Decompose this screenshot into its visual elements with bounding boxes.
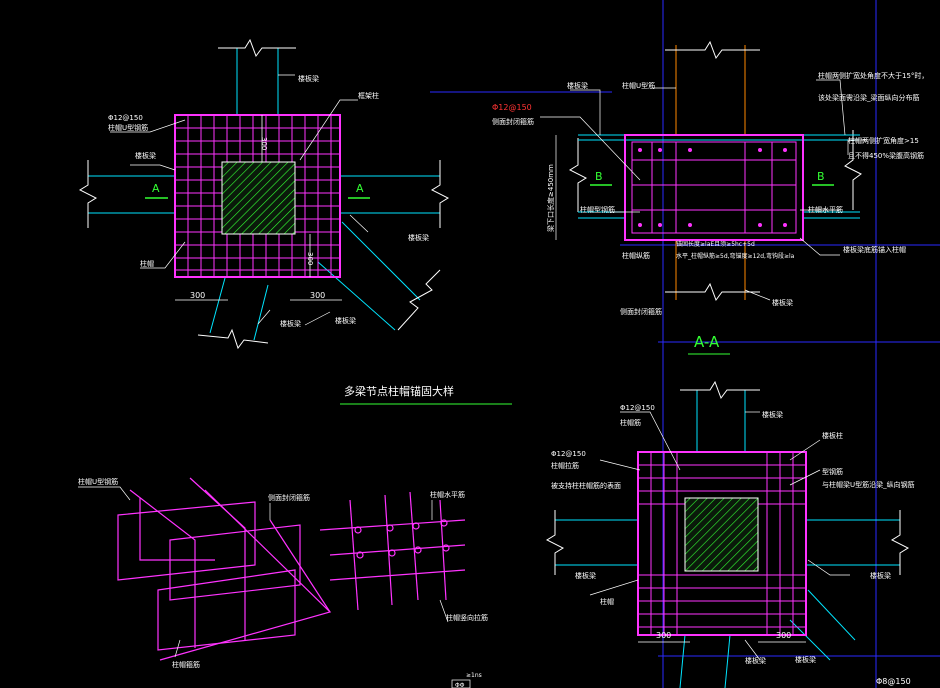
br-beam-top: 楼板梁: [762, 410, 783, 419]
section-a-left: A: [152, 182, 160, 195]
dim-300-b: 300: [310, 291, 325, 300]
note2: 该处梁面需沿梁_梁面纵向分布筋: [818, 93, 920, 102]
column-bar-label: 柱帽纵筋: [622, 251, 650, 260]
axis-grid: [430, 0, 940, 688]
br-u-hook: 型钢筋: [822, 467, 843, 476]
bottom-bar2-label: 柱帽水平筋: [808, 205, 843, 214]
br-column-name: 楼板柱: [822, 431, 843, 440]
br-spec1: Φ12@150: [620, 404, 655, 412]
br-cap-bar: 柱帽筋: [620, 418, 641, 427]
iso-vertical-label: 柱帽竖向拉筋: [446, 613, 488, 622]
section-b-right: B: [817, 170, 825, 183]
br-dim-300-b: 300: [776, 631, 791, 640]
beam-diag2-label: 楼板梁: [335, 316, 356, 325]
isometric-rebar-sketch: [117, 477, 466, 661]
dim-300-a: 300: [190, 291, 205, 300]
br-small-box-text: ΦΦ: [455, 682, 465, 688]
beam-diag-label: 楼板梁: [280, 319, 301, 328]
br-spec2: Φ12@150: [551, 450, 586, 458]
br-small-note: ≥1ns: [466, 672, 482, 679]
side-closed-label: 侧面封闭箍筋: [620, 307, 662, 316]
br-note: 被支持柱柱帽筋的表面: [551, 481, 621, 490]
dim-300-d: 300: [306, 252, 314, 265]
br-bottom-spec: Φ8@150: [876, 677, 911, 686]
note4: 且不得450%梁腹高钢筋: [848, 151, 924, 160]
beam-top-label: 楼板梁: [298, 74, 319, 83]
iso-horizontal-label: 柱帽水平筋: [430, 490, 465, 499]
anchor2: 水平_柱帽纵筋≥5d,弯锚度≥12d,弯钩段≥la: [676, 252, 795, 260]
br-beam-bottom: 楼板梁: [745, 656, 766, 665]
beam-bottom-label-tr: 楼板梁: [772, 298, 793, 307]
anchor3: 楼板梁底筋锚入柱帽: [843, 245, 906, 254]
iso-cap-u-label: 柱帽U型钢筋: [78, 477, 118, 486]
iso-side-closed-label: 侧面封闭箍筋: [268, 493, 310, 502]
iso-leaders: [78, 486, 449, 658]
bottom-bar-label: 柱帽型钢筋: [580, 205, 615, 214]
beam-left-label: 楼板梁: [135, 151, 156, 160]
br-cap-tie: 柱帽拉筋: [551, 461, 579, 470]
column-label: 框架柱: [358, 91, 379, 100]
plan-cap-bottom-right: 300 300 Φ12@150 柱帽筋 Φ12@150 柱帽拉筋 被支持柱柱帽筋…: [451, 380, 915, 688]
spec-red-label: Φ12@150: [492, 103, 532, 112]
height-note: 梁下口长度≥450mm: [546, 164, 555, 232]
spec-label: Φ12@150: [108, 114, 143, 122]
br-small-box: [451, 679, 471, 688]
anchor1: 锚固长度≥laE且须≥5hc+5d: [676, 240, 755, 248]
section-b-top-right: B B 梁下口长度≥450mm Φ12@150 侧面封闭箍筋 楼板梁 柱帽U型筋…: [492, 40, 928, 316]
br-beam-diag: 楼板梁: [795, 655, 816, 664]
section-a-right: A: [356, 182, 364, 195]
section-title-aa: A-A: [694, 333, 720, 351]
cap-u-label: 柱帽U型筋: [622, 81, 655, 90]
beam-left-label-tr: 楼板梁: [567, 81, 588, 90]
br-cap: 柱帽: [600, 597, 614, 606]
cap-bar-label: 柱帽U型钢筋: [108, 123, 148, 132]
br-beam-right: 楼板梁: [870, 571, 891, 580]
dim-300-c: 300: [260, 137, 268, 150]
section-b-left: B: [595, 170, 603, 183]
br-dim-300-a: 300: [656, 631, 671, 640]
stirrup-label: 侧面封闭箍筋: [492, 117, 534, 126]
br-beam-left: 楼板梁: [575, 571, 596, 580]
note3: 柱帽两侧扩宽角度>15: [848, 136, 919, 145]
note1: 柱帽两侧扩宽处角度不大于15°时，: [818, 71, 928, 80]
iso-cap-hoop-label: 柱帽箍筋: [172, 660, 200, 669]
br-u-hook-note: 与柱帽梁U型筋沿梁_纵向钢筋: [822, 480, 915, 489]
drawing-title: 多梁节点柱帽锚固大样: [344, 384, 454, 398]
cap-label: 柱帽: [140, 259, 154, 268]
plan-cap-top-left: 300 300 300 300 A A Φ12@150 柱帽U型钢筋 楼板梁 楼…: [78, 38, 450, 350]
beam-right-label: 楼板梁: [408, 233, 429, 242]
